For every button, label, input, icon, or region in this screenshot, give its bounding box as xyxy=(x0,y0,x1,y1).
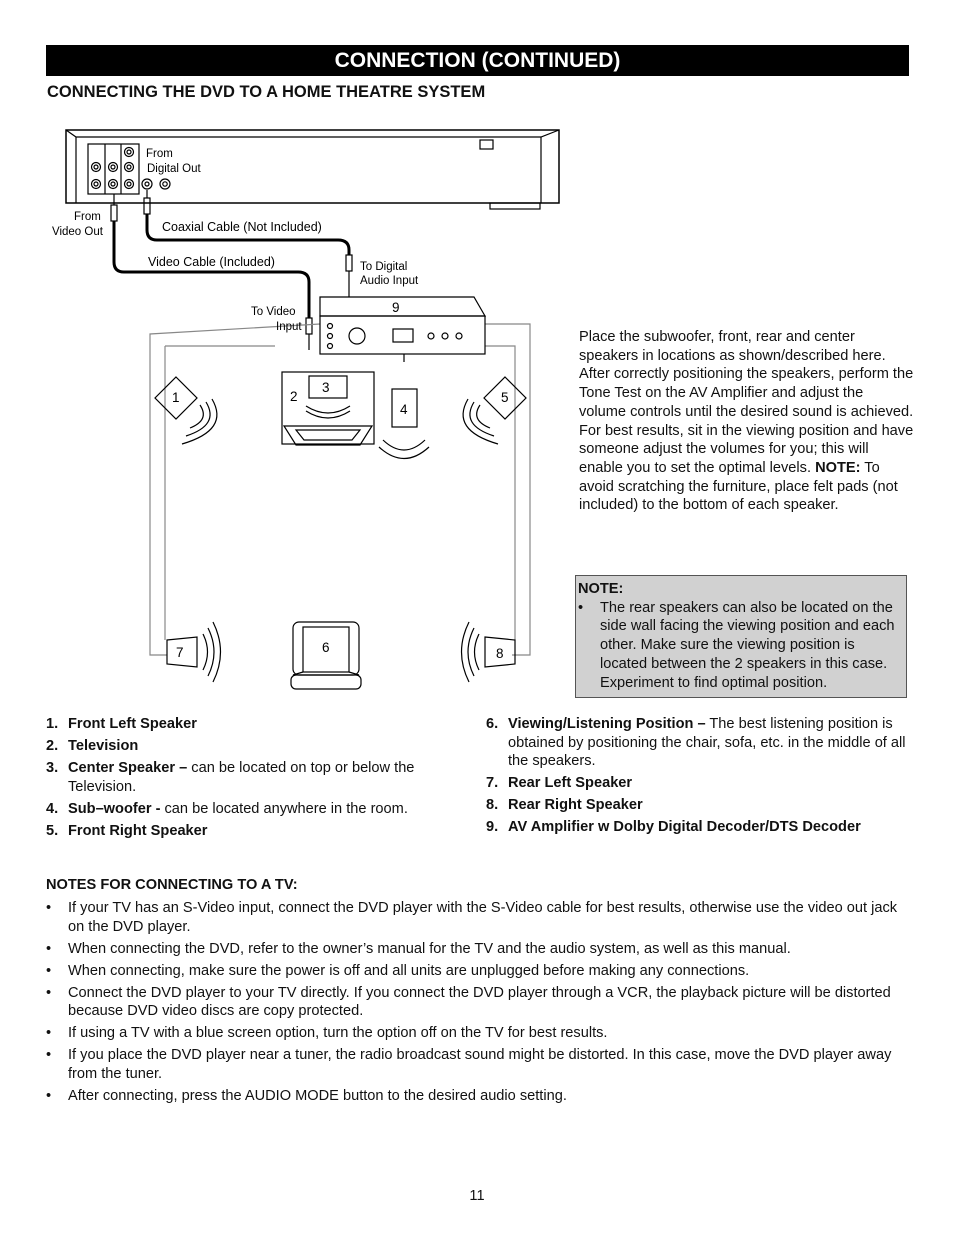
legend-item: 5. Front Right Speaker xyxy=(46,822,451,841)
number-7: 7 xyxy=(176,645,184,660)
legend-label: Rear Left Speaker xyxy=(508,775,633,791)
label-to-video-2: Input xyxy=(276,321,302,333)
note-text: The rear speakers can also be located on… xyxy=(600,599,895,691)
note-item-text: If using a TV with a blue screen option,… xyxy=(68,1025,608,1041)
section-banner: CONNECTION (CONTINUED) xyxy=(46,45,909,76)
legend-number: 7. xyxy=(486,775,499,791)
number-3: 3 xyxy=(322,380,330,395)
av-amplifier xyxy=(319,296,487,362)
legend-label: Front Left Speaker xyxy=(68,716,197,732)
label-from-digital-1: From xyxy=(146,148,173,160)
note-item-text: If your TV has an S-Video input, connect… xyxy=(68,900,898,935)
page-number: 11 xyxy=(469,1188,485,1204)
number-2: 2 xyxy=(290,389,298,404)
label-from-video-2: Video Out xyxy=(52,226,104,238)
dvd-player xyxy=(65,129,560,210)
note-item: • If you place the DVD player near a tune… xyxy=(46,1046,910,1083)
legend-label: Rear Right Speaker xyxy=(508,797,643,813)
legend-label: Center Speaker – xyxy=(68,760,188,776)
note-item: • Connect the DVD player to your TV direc… xyxy=(46,984,910,1021)
number-9: 9 xyxy=(392,300,400,315)
bullet-dot: • xyxy=(46,900,52,916)
legend-description: can be located on top or below the Telev… xyxy=(68,760,415,795)
legend-number: 8. xyxy=(486,797,499,813)
bullet-dot: • xyxy=(46,984,52,1001)
legend-number: 1. xyxy=(46,716,59,732)
label-from-digital-2: Digital Out xyxy=(147,163,201,175)
notes-title: NOTES FOR CONNECTING TO A TV: xyxy=(46,877,298,893)
legend-label: AV Amplifier w Dolby Digital Decoder/DTS… xyxy=(508,819,861,835)
label-coaxial-cable: Coaxial Cable (Not Included) xyxy=(162,220,322,234)
front-left-speaker xyxy=(154,376,198,420)
bullet-dot: • xyxy=(46,1047,52,1063)
television xyxy=(281,371,375,446)
legend-number: 9. xyxy=(486,819,499,835)
legend-item: 1. Front Left Speaker xyxy=(46,715,451,734)
placement-note-label: NOTE: xyxy=(815,459,861,476)
bullet-dot: • xyxy=(46,940,52,957)
note-item: • After connecting, press the AUDIO MODE … xyxy=(46,1087,910,1106)
note-title: NOTE: xyxy=(578,581,624,597)
legend-label: Sub–woofer - xyxy=(68,800,161,817)
bullet-dot: • xyxy=(46,1087,52,1104)
note-item: • When connecting the DVD, refer to the o… xyxy=(46,940,910,959)
placement-text: Place the subwoofer, front, rear and cen… xyxy=(579,329,914,476)
home-theatre-diagram: From Digital Out From Video Out Coaxial … xyxy=(52,129,560,690)
legend-number: 4. xyxy=(46,800,59,817)
notes-list: • If your TV has an S-Video input, connec… xyxy=(46,899,910,1109)
legend-label: Viewing/Listening Position – xyxy=(508,716,706,732)
legend-number: 3. xyxy=(46,760,59,776)
placement-note-text: To avoid scratching the furniture, place… xyxy=(579,459,898,514)
legend-item: 6. Viewing/Listening Position – The best … xyxy=(486,715,910,771)
legend-item: 3. Center Speaker – can be located on top… xyxy=(46,759,451,796)
subwoofer xyxy=(391,388,418,428)
label-to-video-1: To Video xyxy=(251,306,296,318)
number-4: 4 xyxy=(400,402,408,417)
note-item-text: When connecting the DVD, refer to the ow… xyxy=(68,940,791,957)
note-item: • If using a TV with a blue screen option… xyxy=(46,1024,910,1043)
label-to-digital-1: To Digital xyxy=(360,261,407,273)
viewing-chair xyxy=(290,621,362,690)
number-8: 8 xyxy=(496,646,504,661)
bullet-dot: • xyxy=(46,962,52,979)
note-bullet: • The rear speakers can also be located … xyxy=(578,599,904,693)
legend-item: 8. Rear Right Speaker xyxy=(486,796,910,815)
legend-left: 1. Front Left Speaker 2. Television 3. Center… xyxy=(46,715,451,844)
legend-label: Television xyxy=(68,738,139,754)
note-item: • When connecting, make sure the power is… xyxy=(46,962,910,981)
rear-speakers-note: NOTE: • The rear speakers can also be lo… xyxy=(575,575,907,698)
legend-item: 4. Sub–woofer - can be located anywhere i… xyxy=(46,800,451,819)
note-item-text: After connecting, press the AUDIO MODE b… xyxy=(68,1087,567,1104)
legend-item: 9. AV Amplifier w Dolby Digital Decoder/D… xyxy=(486,818,910,837)
legend-number: 2. xyxy=(46,738,59,754)
bullet-dot: • xyxy=(578,599,584,616)
legend-number: 6. xyxy=(486,716,499,732)
legend-description: The best listening position is obtained … xyxy=(508,716,906,769)
note-item-text: Connect the DVD player to your TV direct… xyxy=(68,984,891,1020)
label-to-digital-2: Audio Input xyxy=(360,275,419,287)
number-5: 5 xyxy=(501,390,509,405)
rear-right-speaker xyxy=(484,636,516,668)
legend-right: 6. Viewing/Listening Position – The best … xyxy=(486,715,910,840)
legend-description: can be located anywhere in the room. xyxy=(160,800,408,817)
legend-item: 2. Television xyxy=(46,737,451,756)
bullet-dot: • xyxy=(46,1025,52,1041)
section-title: CONNECTING THE DVD TO A HOME THEATRE SYS… xyxy=(47,83,486,101)
number-6: 6 xyxy=(322,640,330,655)
placement-paragraph: Place the subwoofer, front, rear and cen… xyxy=(579,328,914,515)
rear-left-speaker xyxy=(166,636,198,668)
label-video-cable: Video Cable (Included) xyxy=(148,255,275,269)
note-item-text: When connecting, make sure the power is … xyxy=(68,962,750,979)
legend-label: Front Right Speaker xyxy=(68,822,208,839)
front-right-speaker xyxy=(483,376,527,420)
legend-number: 5. xyxy=(46,822,59,839)
note-item-text: If you place the DVD player near a tuner… xyxy=(68,1047,892,1082)
number-1: 1 xyxy=(172,390,180,405)
label-from-video-1: From xyxy=(74,211,101,223)
legend-item: 7. Rear Left Speaker xyxy=(486,774,910,793)
note-item: • If your TV has an S-Video input, connec… xyxy=(46,899,910,936)
